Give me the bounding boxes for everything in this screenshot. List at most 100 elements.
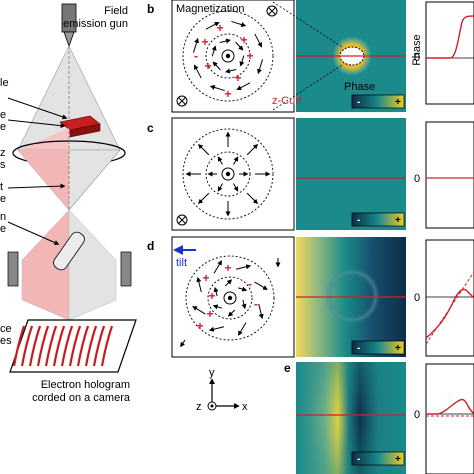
- charge-minus: -: [248, 277, 252, 291]
- radial-arrow: [197, 143, 210, 156]
- side-label-8: e: [0, 223, 6, 235]
- radial-arrow: [246, 192, 259, 205]
- charge-plus: +: [204, 59, 211, 73]
- vortex-arrow: [219, 38, 232, 44]
- tilted-arrow: [212, 304, 223, 310]
- camera-plate: [9, 319, 137, 373]
- tilted-arrow: [227, 309, 236, 317]
- panel-c: c - +: [147, 117, 406, 231]
- panel-d-colorbar: [351, 340, 405, 355]
- axis-y-label: y: [209, 367, 215, 379]
- fringe: [44, 325, 58, 367]
- tilted-arrow: [208, 326, 225, 332]
- side-label-4: s: [0, 159, 6, 171]
- plot-c-zero: 0: [414, 173, 420, 185]
- vortex-arrow: [212, 61, 221, 71]
- vortex-arrow: [231, 20, 247, 27]
- charge-plus: +: [196, 319, 203, 333]
- vortex-arrow: [224, 68, 237, 74]
- tilted-arrow: [237, 286, 248, 292]
- panel-b-cbar-plus: +: [395, 97, 401, 108]
- charge-plus: +: [224, 87, 231, 101]
- vortex-arrow: [257, 59, 264, 75]
- fringe: [20, 325, 34, 367]
- panel-b-vortex-arrows: [192, 20, 264, 92]
- charge-plus: +: [224, 261, 231, 275]
- panel-c-phase-map: [296, 118, 406, 230]
- charge-plus: +: [246, 49, 253, 63]
- specimen-side: [69, 123, 101, 138]
- panel-d-outer-ring: [185, 255, 275, 341]
- plot-b: Phase 0: [411, 1, 474, 105]
- charge-plus: +: [206, 307, 213, 321]
- fringe: [12, 325, 26, 367]
- tilted-arrow: [238, 322, 247, 336]
- charge-minus: -: [194, 49, 198, 63]
- tilted-arrow: [254, 281, 268, 290]
- plot-d: 0: [414, 239, 474, 357]
- panel-e: e - +: [284, 361, 406, 474]
- panel-d-cbar-minus: -: [357, 343, 360, 354]
- charge-minus: -: [254, 297, 258, 311]
- charge-plus: +: [202, 271, 209, 285]
- side-label-0: le: [0, 77, 9, 89]
- panel-c-out-of-plane-icon: [176, 214, 188, 226]
- fringe: [28, 325, 42, 367]
- panel-d-charge-signs: ++++--+: [196, 261, 258, 333]
- charge-plus: +: [234, 71, 241, 85]
- panel-b: b Magnetization +++++++- Phase z-Curl - …: [147, 0, 406, 113]
- hologram-label-1: Electron hologram: [41, 379, 130, 391]
- plot-d-zero: 0: [414, 292, 420, 304]
- radial-arrow: [233, 156, 239, 165]
- panel-b-inner-ring: [205, 33, 251, 79]
- panel-c-colorbar: [351, 212, 405, 227]
- panel-e-letter: e: [284, 361, 291, 375]
- side-label-1: e: [0, 109, 6, 121]
- panel-b-curl-label: z-Curl: [272, 95, 301, 107]
- panel-b-cbar-minus: -: [357, 97, 360, 108]
- vortex-arrow: [239, 55, 245, 67]
- plot-b-curve: [426, 15, 474, 59]
- tilted-arrow: [192, 306, 206, 315]
- panel-c-cbar-minus: -: [357, 215, 360, 226]
- arrow-wave: [7, 183, 66, 189]
- plot-b-ylabel: Phase: [411, 34, 423, 65]
- tilted-arrow: [258, 303, 264, 320]
- vortex-arrow: [211, 45, 217, 57]
- radial-arrow: [246, 143, 259, 156]
- plot-d-curve: [425, 288, 474, 339]
- panel-d: d tilt ++++--+ - +: [147, 236, 406, 358]
- panel-d-arrows: [192, 260, 268, 336]
- arrow-holder: [7, 119, 66, 129]
- panel-b-title: Magnetization: [176, 3, 245, 15]
- tilted-arrow: [235, 264, 252, 270]
- fringe: [52, 325, 66, 367]
- gun-tip: [63, 31, 75, 48]
- arrow-biprism: [7, 221, 60, 245]
- panel-b-colorbar: [351, 94, 405, 109]
- panel-e-cbar-plus: +: [395, 454, 401, 465]
- vortex-arrow: [236, 82, 251, 91]
- panel-b-outer-ring: [182, 10, 274, 102]
- beam-lower-pink: [18, 150, 69, 210]
- plot-e-zero: 0: [414, 409, 420, 421]
- panel-d-cbar-plus: +: [395, 343, 401, 354]
- side-label-10: es: [0, 335, 12, 347]
- arrow-specimen: [7, 97, 68, 120]
- fringe: [92, 325, 106, 367]
- panel-e-colorbar: [351, 451, 405, 466]
- panel-c-inner-ring: [205, 151, 251, 197]
- hologram-label-2: corded on a camera: [32, 392, 131, 404]
- microscope-schematic: Field emission gun le e e z s t e n: [0, 3, 137, 404]
- vortex-arrow: [209, 85, 225, 92]
- plot-d-baseline: [425, 271, 474, 345]
- charge-plus: +: [240, 33, 247, 47]
- plot-b-zero: 0: [414, 52, 420, 64]
- hologram-fringes: [12, 325, 114, 367]
- fringe: [36, 325, 50, 367]
- tilted-arrow: [213, 260, 222, 274]
- gun-label-1: Field: [104, 5, 128, 17]
- radial-arrow: [217, 156, 223, 165]
- plot-c: 0: [414, 121, 474, 229]
